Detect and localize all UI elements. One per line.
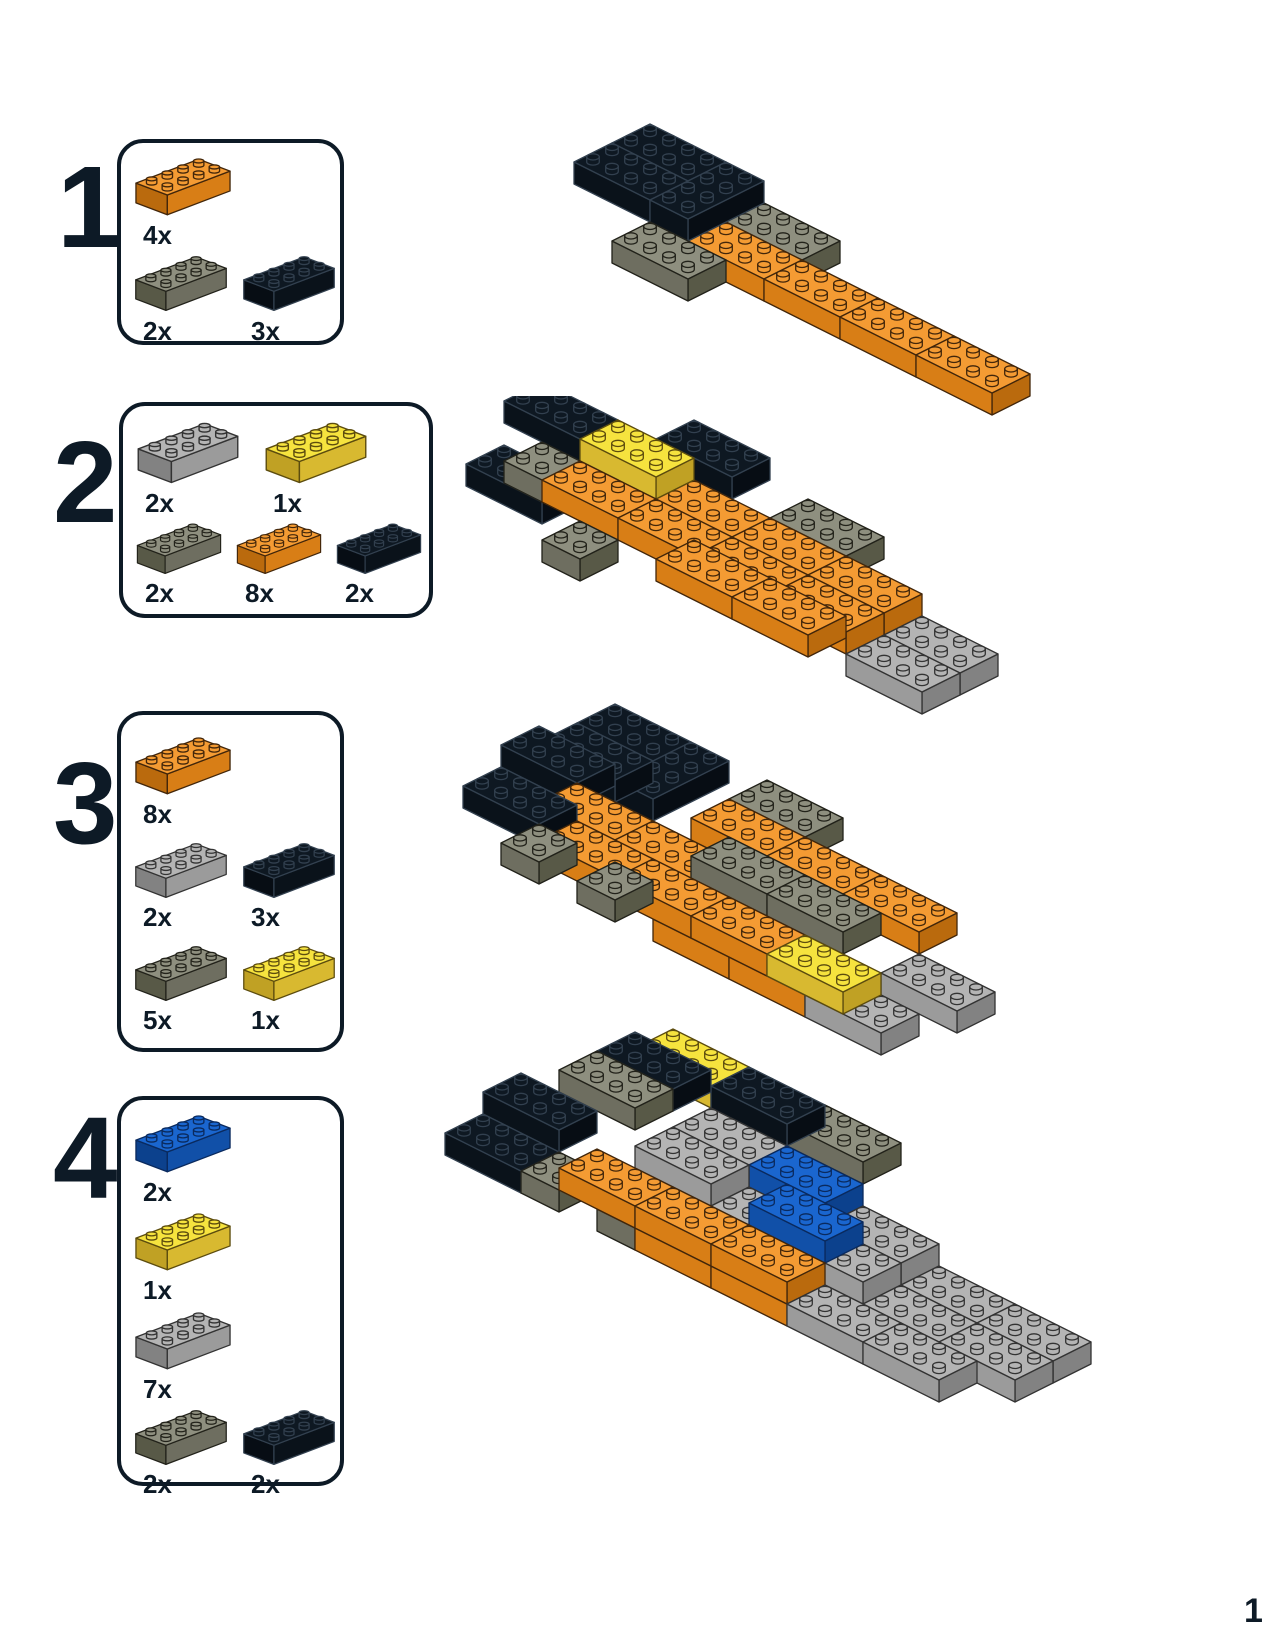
brick-thumbnail-black bbox=[243, 256, 335, 312]
step-number-4: 4 bbox=[53, 1093, 117, 1223]
brick-thumbnail-yellow bbox=[135, 1213, 231, 1271]
part-count: 8x bbox=[143, 799, 172, 830]
brick-thumbnail-black bbox=[336, 523, 422, 575]
brick-thumbnail-orange bbox=[135, 737, 231, 795]
part-item-blue: 2x bbox=[131, 1108, 235, 1206]
part-count: 2x bbox=[345, 578, 374, 609]
part-count: 8x bbox=[245, 578, 274, 609]
part-item-darkgray: 2x bbox=[131, 1403, 231, 1499]
brick-thumbnail-yellow bbox=[265, 422, 367, 483]
part-count: 1x bbox=[273, 487, 302, 518]
assembly-illustration-svg bbox=[465, 381, 999, 715]
part-item-black: 2x bbox=[333, 517, 425, 607]
brick-thumbnail-yellow bbox=[243, 946, 335, 1002]
step-number-3: 3 bbox=[53, 738, 117, 868]
part-item-yellow: 1x bbox=[131, 1206, 235, 1304]
part-count: 2x bbox=[143, 315, 172, 346]
part-count: 1x bbox=[143, 1275, 172, 1306]
part-count: 2x bbox=[251, 1469, 280, 1500]
part-count: 2x bbox=[145, 487, 174, 518]
part-count: 2x bbox=[145, 578, 174, 609]
brick-thumbnail-lightgray bbox=[135, 1311, 231, 1369]
assembly-illustration-svg bbox=[462, 703, 996, 1056]
brick-thumbnail-blue bbox=[135, 1115, 231, 1173]
part-item-black: 2x bbox=[239, 1403, 339, 1499]
brick-thumbnail-darkgray bbox=[135, 1409, 227, 1465]
part-row: 7x bbox=[131, 1305, 334, 1403]
parts-box-step-1: 4x 2x 3x bbox=[117, 139, 344, 345]
part-item-yellow: 1x bbox=[239, 939, 339, 1035]
part-row: 4x bbox=[131, 151, 334, 249]
brick-thumbnail-darkgray bbox=[135, 946, 227, 1002]
part-count: 2x bbox=[143, 1469, 172, 1500]
part-count: 3x bbox=[251, 315, 280, 346]
part-item-orange: 8x bbox=[233, 517, 325, 607]
parts-box-step-3: 8x 2x 3x 5x 1x bbox=[117, 711, 344, 1052]
part-row: 2x 2x bbox=[131, 1403, 335, 1499]
parts-box-step-2: 2x 1x 2x 8x 2x bbox=[119, 402, 433, 618]
parts-box-step-4: 2x 1x 7x 2x 2x bbox=[117, 1096, 344, 1498]
part-item-black: 3x bbox=[239, 836, 339, 932]
part-item-darkgray: 2x bbox=[131, 249, 231, 345]
part-row: 2x bbox=[131, 1108, 334, 1206]
assembly-illustration-svg bbox=[573, 123, 1031, 416]
brick-thumbnail-black bbox=[243, 843, 335, 899]
part-count: 7x bbox=[143, 1373, 172, 1404]
assembly-illustration-svg bbox=[444, 1028, 1092, 1403]
part-count: 4x bbox=[143, 219, 172, 250]
part-count: 1x bbox=[251, 1005, 280, 1036]
assembly-figure-step-3 bbox=[430, 698, 1170, 1071]
part-count: 3x bbox=[251, 902, 280, 933]
brick-thumbnail-darkgray bbox=[135, 256, 227, 312]
part-item-lightgray: 7x bbox=[131, 1305, 235, 1403]
part-count: 2x bbox=[143, 902, 172, 933]
step-number-1: 1 bbox=[57, 142, 121, 272]
brick-thumbnail-darkgray bbox=[136, 523, 222, 575]
part-row: 1x bbox=[131, 1206, 334, 1304]
part-item-yellow: 1x bbox=[261, 415, 371, 517]
brick-thumbnail-lightgray bbox=[137, 422, 239, 483]
part-item-lightgray: 2x bbox=[133, 415, 243, 517]
brick-thumbnail-lightgray bbox=[135, 843, 227, 899]
part-row: 2x 1x bbox=[133, 415, 423, 517]
assembly-figure-step-1 bbox=[500, 120, 1100, 425]
part-item-darkgray: 2x bbox=[133, 517, 225, 607]
part-row: 2x 3x bbox=[131, 836, 335, 932]
part-item-black: 3x bbox=[239, 249, 339, 345]
page-number: 1 bbox=[1244, 1592, 1263, 1630]
brick-thumbnail-orange bbox=[135, 158, 231, 216]
part-count: 5x bbox=[143, 1005, 172, 1036]
part-row: 8x bbox=[131, 730, 334, 828]
step-number-2: 2 bbox=[53, 417, 117, 547]
part-row: 5x 1x bbox=[131, 939, 335, 1035]
part-item-orange: 4x bbox=[131, 151, 235, 249]
part-row: 2x 8x 2x bbox=[133, 517, 423, 607]
part-count: 2x bbox=[143, 1176, 172, 1207]
part-item-lightgray: 2x bbox=[131, 836, 231, 932]
brick-thumbnail-orange bbox=[236, 523, 322, 575]
part-item-darkgray: 5x bbox=[131, 939, 231, 1035]
assembly-figure-step-2 bbox=[448, 381, 1148, 736]
part-row: 2x 3x bbox=[131, 249, 335, 345]
assembly-figure-step-4 bbox=[420, 1018, 1190, 1475]
part-item-orange: 8x bbox=[131, 730, 235, 828]
brick-thumbnail-black bbox=[243, 1409, 335, 1465]
